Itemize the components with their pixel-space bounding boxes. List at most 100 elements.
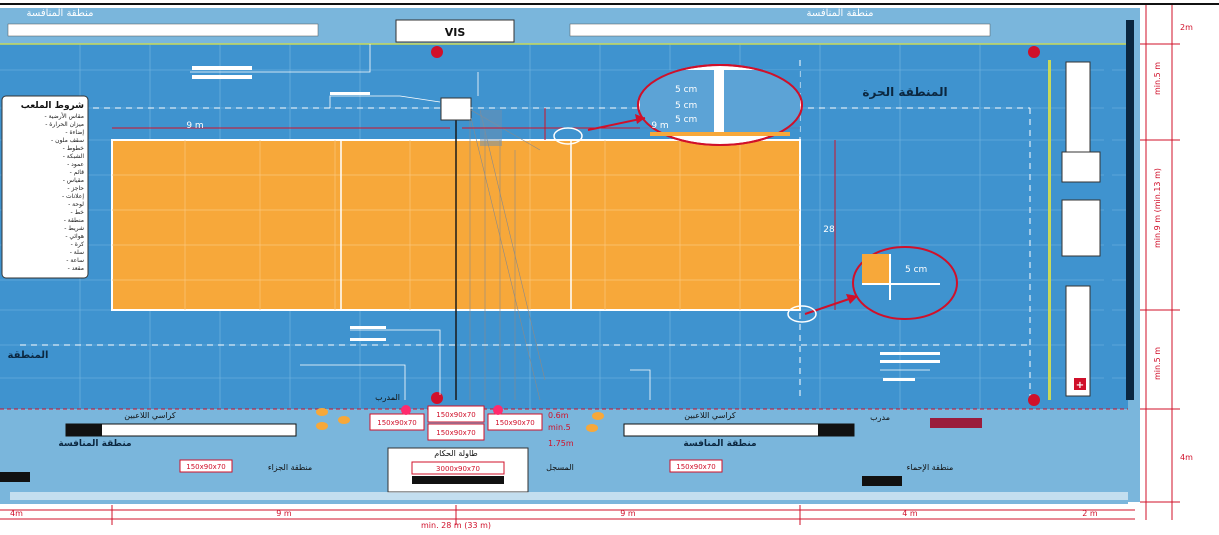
zoom-label-2: 5 cm [675, 101, 697, 111]
dim-min5: min.5 [548, 423, 571, 432]
legend-item: - هوائي [65, 233, 84, 240]
legend-item: - إعلانات [62, 193, 84, 200]
bottom-left-dim: 4m [10, 509, 23, 518]
post-top-center [431, 46, 443, 58]
ball-4 [592, 412, 604, 420]
legend-items: - مقاس الأرضية- ميزان الحرارة- إضاءة- سق… [45, 112, 85, 272]
zoom-source-right [787, 305, 817, 323]
warmup-bench [930, 418, 982, 428]
zone-top-left: منطقة المنافسة [27, 8, 94, 19]
bottom-9m-right: 9 m [620, 509, 636, 518]
dim-175: 1.75m [548, 439, 574, 448]
zoom-arrow-top-head [635, 114, 645, 124]
net-post-box [440, 97, 472, 121]
zoom-top-post [714, 70, 724, 135]
legend-item: - كرة [71, 241, 85, 248]
zone-left: المنطقة [8, 350, 49, 361]
dim-06: 0.6m [548, 411, 569, 420]
ball-3 [316, 422, 328, 430]
zone-free: المنطقة الحرة [862, 85, 947, 99]
box-1 [369, 413, 425, 431]
scorer-table [1061, 199, 1101, 257]
ad-board-top-right [569, 23, 991, 37]
post-bottom-right [1028, 394, 1040, 406]
zoom-top-court [650, 132, 790, 136]
zoom-arrow-right-head [846, 294, 858, 304]
right-dim-3: min.9 m (min.13 m) [1153, 168, 1162, 248]
callout-text-bars [192, 66, 940, 381]
box-7-label: 150x90x70 [676, 463, 715, 471]
zoom-label-4: 5 cm [905, 265, 927, 275]
box-3-label: 150x90x70 [436, 429, 475, 437]
legend-item: - الشبكة [63, 153, 85, 160]
legend-item: - سلة [70, 249, 84, 256]
zoom-arrow-top [587, 117, 646, 131]
bench-left-dark [66, 424, 102, 436]
bench-top [1065, 61, 1091, 153]
bench-players-label: كراسي اللاعبين [124, 411, 176, 420]
zoom-right-court [862, 254, 890, 284]
dark-block-right [862, 476, 902, 486]
right-barrier [1126, 20, 1134, 400]
bottom-right-dim: 4 m [902, 509, 918, 518]
bench-bottom [1065, 285, 1091, 397]
zone-top-right: منطقة المنافسة [807, 8, 874, 19]
legend-item: - خط [71, 209, 85, 216]
right-dim-4: min.5 m [1153, 347, 1162, 380]
legend-item: - قائم [70, 169, 85, 176]
legend-item: - ميزان الحرارة [45, 121, 84, 128]
legend-item: - حاجز [67, 185, 84, 192]
zoom-arrow-right [804, 297, 853, 315]
right-dim-5: 4m [1180, 453, 1193, 462]
box-2-label: 150x90x70 [436, 411, 475, 419]
legend-item: - لوحة [68, 201, 84, 208]
ad-board-top-left [7, 23, 319, 37]
box-1-label: 150x90x70 [377, 419, 416, 427]
legend-item: - عمود [67, 161, 84, 168]
legend-box [1, 95, 89, 279]
zoom-circle-top-ring [637, 64, 803, 146]
legend-item: - إضاءة [65, 129, 84, 136]
red-dimension-lines [0, 5, 1180, 525]
ball-5 [586, 424, 598, 432]
vis-box [395, 19, 515, 43]
warmup-label: منطقة الإحماء [907, 463, 954, 473]
first-aid-icon: + [1076, 380, 1084, 391]
box-5-label: 150x90x70 [186, 463, 225, 471]
box-6-label: 3000x90x70 [436, 465, 480, 473]
judge-table-label: طاولة الحكام [434, 449, 478, 458]
right-bar [1104, 62, 1112, 382]
judge-table-bar [412, 476, 504, 484]
zoom-label-1: 5 cm [675, 85, 697, 95]
vis-label: VIS [445, 26, 466, 39]
bottom-total: min. 28 m (33 m) [421, 521, 491, 530]
legend-title: شروط الملعب [21, 101, 84, 111]
post-bottom-center [431, 392, 443, 404]
legend-item: - شريط [64, 225, 84, 232]
box-2 [427, 405, 485, 423]
zone-bottom-center: منطقة المنافسة [683, 439, 756, 449]
box-4 [487, 413, 543, 431]
legend-item: - مقعد [68, 265, 84, 272]
court-9m-left: 9 m [186, 121, 203, 131]
legend-item: - مقياس [63, 177, 84, 184]
right-dim-2: min.5 m [1153, 62, 1162, 95]
box-5 [179, 459, 233, 473]
legend-item: - خطوط [63, 145, 85, 152]
court-28: 28 [823, 225, 835, 235]
scorer-label: المسجل [546, 463, 574, 472]
zoom-label-3: 5 cm [675, 115, 697, 125]
right-side-line [1048, 60, 1051, 400]
ball-2 [338, 416, 350, 424]
callout-lines [190, 44, 930, 400]
box-4-label: 150x90x70 [495, 419, 534, 427]
zoom-source-top [553, 127, 583, 145]
bench-right-dark [818, 424, 854, 436]
table-top [1061, 151, 1101, 183]
box-3 [427, 423, 485, 441]
legend-item: - منطقة [64, 217, 84, 224]
right-dim-1: 2m [1180, 23, 1193, 32]
zone-bottom-left: منطقة المنافسة [58, 439, 131, 449]
